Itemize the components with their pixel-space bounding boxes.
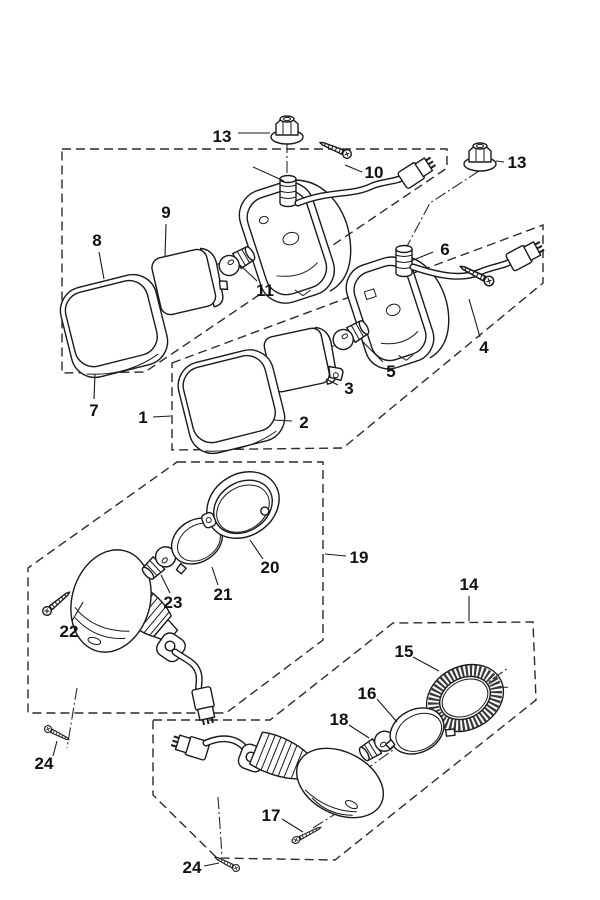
part-number-11: 11 [256, 281, 274, 300]
part-number-18: 18 [330, 710, 349, 729]
part-number-8: 8 [92, 231, 101, 250]
stud-pointer-line [252, 166, 285, 182]
part-number-24: 24 [35, 754, 54, 773]
leader-line-part-19 [324, 553, 347, 557]
part-number-9: 9 [161, 203, 170, 222]
leader-line-part-18 [348, 724, 370, 739]
part-number-3: 3 [344, 379, 353, 398]
leader-line-part-17 [281, 818, 304, 833]
axis-screw24-bottom [217, 796, 223, 857]
part-number-21: 21 [214, 585, 233, 604]
leader-line-part-10 [344, 164, 363, 173]
oval-head-upper [70, 549, 152, 653]
part-number-14: 14 [460, 575, 479, 594]
leader-line-part-16 [376, 698, 398, 723]
leader-line-part-8 [98, 251, 105, 280]
part-number-6: 6 [440, 240, 449, 259]
oval-lamp-lower-group [168, 663, 508, 874]
leader-line-part-7 [93, 373, 96, 400]
leader-line-part-6 [410, 251, 434, 262]
leader-line-part-9 [164, 223, 167, 257]
mounting-stud-6 [395, 244, 413, 278]
assembly-box-19 [27, 461, 324, 714]
screw-24-left [42, 723, 72, 744]
rect-lamp-right-group [177, 142, 548, 455]
assembly-box-7 [61, 148, 448, 374]
part-number-19: 19 [350, 548, 369, 567]
part-number-5: 5 [386, 362, 395, 381]
part-number-24: 24 [183, 858, 202, 877]
lamp-housing-left [238, 179, 352, 304]
part-number-13: 13 [508, 153, 527, 172]
oval-lamp-upper-group [40, 471, 280, 744]
leader-line-part-21 [211, 566, 219, 586]
part-number-16: 16 [358, 684, 377, 703]
leader-line-part-22 [71, 601, 84, 622]
part-number-10: 10 [365, 163, 384, 182]
wire-right-core [410, 258, 515, 279]
part-number-20: 20 [261, 558, 280, 577]
rect-lamp-left-group [59, 115, 440, 379]
leader-line-part-3 [325, 378, 339, 386]
lens-20 [200, 471, 280, 539]
assembly-box-14 [152, 621, 537, 861]
lens-8 [59, 273, 169, 379]
part-number-2: 2 [299, 413, 308, 432]
leader-line-part-15 [412, 656, 440, 672]
axis-screw24-left [66, 687, 78, 749]
leader-line-part-1 [152, 415, 172, 418]
part-number-23: 23 [164, 593, 183, 612]
part-number-7: 7 [89, 401, 98, 420]
flange-nut-13-left [270, 115, 304, 145]
leader-line-part-13 [495, 160, 505, 163]
part-number-4: 4 [479, 338, 489, 357]
leader-line-part-23 [160, 574, 171, 594]
inner-lens-3 [263, 326, 344, 393]
part-number-22: 22 [60, 622, 79, 641]
connector-lower-oval [168, 730, 212, 762]
connector-left [396, 152, 440, 191]
part-number-13: 13 [213, 127, 232, 146]
leader-line-part-24 [52, 740, 58, 757]
screw-10 [317, 137, 354, 161]
leader-line-part-2 [272, 419, 293, 422]
leader-line-part-20 [249, 539, 264, 560]
leader-line-part-4 [468, 298, 481, 338]
lens-2 [177, 349, 286, 455]
assembly-boxes [27, 148, 544, 861]
gasket-16 [385, 707, 456, 755]
part-number-15: 15 [395, 642, 414, 661]
leader-line-part-24 [203, 862, 220, 867]
callout-layer: 1310139811645321719202123222414151618172… [35, 127, 527, 877]
flange-nut-13-right [463, 142, 497, 172]
part-number-17: 17 [262, 806, 281, 825]
inner-lens-9 [151, 247, 229, 316]
part-number-1: 1 [138, 408, 147, 427]
assembly-box-1 [171, 223, 544, 451]
oval-head-lower [295, 747, 385, 819]
wire-left-core [295, 174, 407, 206]
screw-22 [40, 588, 74, 618]
leader-line-part-11 [239, 264, 258, 282]
leader-line-part-5 [361, 340, 384, 363]
connector-right [504, 236, 548, 273]
